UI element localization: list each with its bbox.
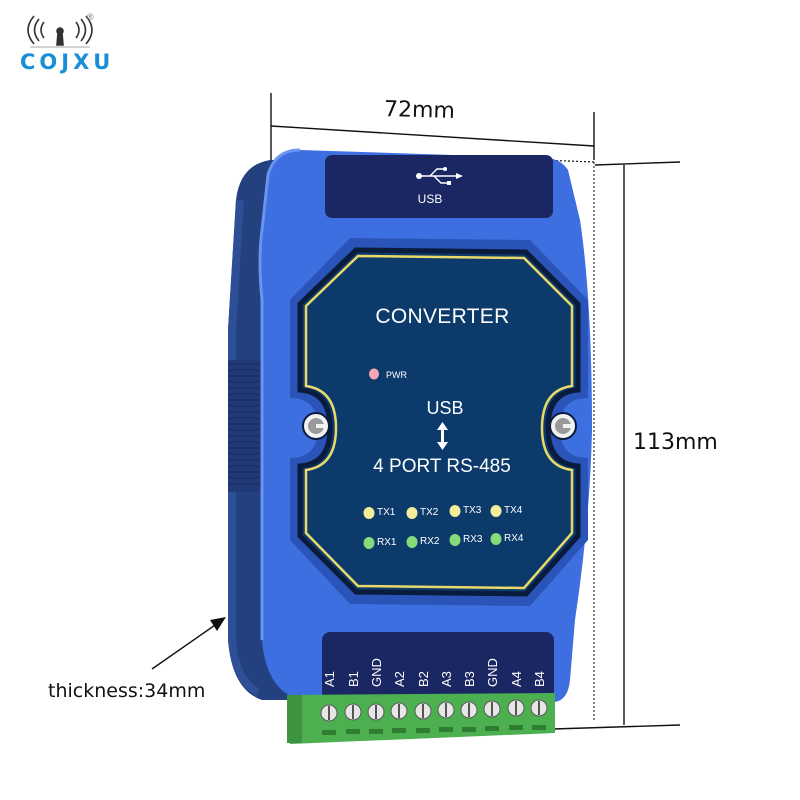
antenna-broadcast-icon	[27, 15, 93, 48]
tx-led-label: TX2	[420, 507, 439, 518]
interface-bottom-label: 4 PORT RS-485	[373, 456, 511, 477]
width-label: 72mm	[383, 97, 456, 124]
interface-top-label: USB	[426, 398, 464, 418]
terminal-label: B4	[532, 671, 547, 687]
tx-led-label: TX3	[463, 505, 482, 516]
rx-led-label: RX1	[377, 537, 397, 548]
tx-led-label: TX4	[504, 505, 523, 516]
thickness-arrow-icon	[151, 617, 226, 670]
bidirectional-arrow-icon	[437, 422, 448, 450]
terminal-label: B2	[416, 671, 431, 687]
rx-leds	[363, 533, 502, 549]
pwr-label: PWR	[386, 370, 407, 380]
usb-port-label: USB	[417, 192, 443, 206]
rx-led-label: RX3	[463, 534, 483, 545]
terminal-label: A2	[392, 671, 407, 687]
terminal-label: B3	[462, 671, 477, 687]
registered-mark: ®	[87, 12, 94, 22]
height-label: 113mm	[633, 430, 718, 455]
thickness-label: thickness:34mm	[48, 680, 206, 702]
terminal-label: A4	[509, 671, 524, 687]
left-screw-icon	[302, 412, 330, 440]
terminal-label: GND	[485, 658, 500, 687]
usb-label-plate	[325, 155, 553, 218]
tx-leds	[363, 505, 502, 519]
height-dimension-line	[552, 161, 681, 730]
rx-led-label: RX2	[420, 536, 440, 547]
usb-icon	[416, 167, 463, 185]
tx-led-label: TX1	[377, 507, 396, 518]
pwr-led-icon	[369, 368, 379, 380]
terminal-label: A1	[322, 671, 337, 687]
device-title: CONVERTER	[375, 305, 510, 328]
right-screw-icon	[549, 412, 577, 440]
terminal-label: A3	[439, 671, 454, 687]
terminal-label-plate	[322, 632, 554, 700]
brand-name: COJXU	[20, 50, 115, 74]
rx-led-label: RX4	[504, 533, 524, 544]
terminal-label: B1	[346, 671, 361, 687]
terminal-label: GND	[369, 658, 384, 687]
